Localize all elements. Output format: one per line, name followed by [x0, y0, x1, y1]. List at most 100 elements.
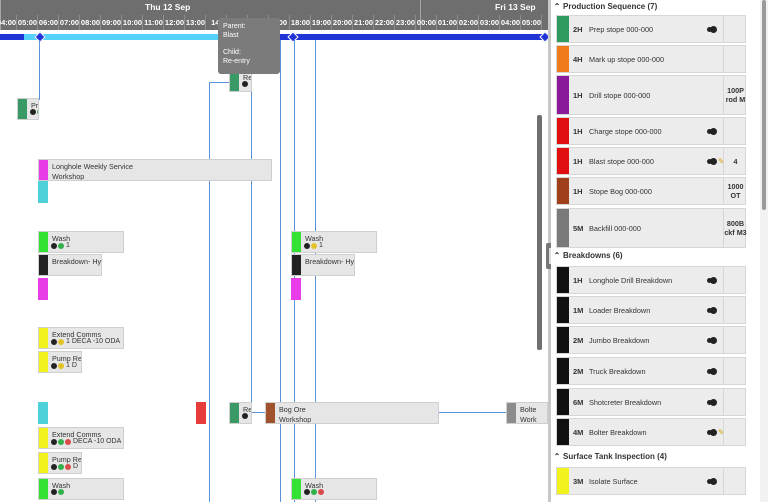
- gantt-task[interactable]: [38, 181, 48, 203]
- sidebar-scrollbar-thumb[interactable]: [762, 0, 766, 210]
- task-status-icons: 1 D: [51, 362, 77, 370]
- section-header[interactable]: ⌃Breakdowns (6): [551, 249, 756, 263]
- toggle-icon[interactable]: [707, 336, 717, 344]
- gantt-task[interactable]: [196, 402, 206, 424]
- tooltip-parent-label: Parent:: [223, 23, 246, 30]
- gantt-vertical-scrollbar[interactable]: [537, 115, 542, 350]
- timeline-hour-separator: [394, 15, 395, 30]
- toggle-icon[interactable]: [707, 306, 717, 314]
- status-dot-icon: [51, 463, 57, 470]
- timeline-hour-label: 00:00: [416, 18, 437, 27]
- gantt-task[interactable]: Pr: [17, 98, 39, 120]
- task-template-card[interactable]: 1H Longhole Drill Breakdown: [556, 266, 746, 294]
- gantt-task[interactable]: Re: [229, 402, 252, 424]
- task-color-bar: [292, 255, 301, 275]
- pencil-icon[interactable]: ✎: [718, 427, 725, 437]
- card-duration: 5M: [573, 223, 584, 233]
- sidebar-scrollbar-track[interactable]: [760, 0, 768, 502]
- toggle-icon[interactable]: [707, 477, 717, 485]
- gantt-task[interactable]: Wash: [291, 478, 377, 500]
- card-icons: [707, 267, 717, 293]
- card-color-bar: [557, 358, 569, 384]
- toggle-icon[interactable]: [707, 367, 717, 375]
- section-title: Surface Tank Inspection (4): [563, 452, 667, 461]
- timeline-hour-separator: [205, 15, 206, 30]
- task-label: Extend Comms: [52, 430, 102, 439]
- task-sublabel: Workshop: [52, 172, 85, 181]
- task-label: Wash: [52, 234, 71, 243]
- task-status-icons: 1: [304, 242, 323, 250]
- timeline-hour-separator: [58, 15, 59, 30]
- task-sublabel: Workshop: [279, 415, 312, 424]
- task-color-bar: [292, 479, 301, 499]
- gantt-task[interactable]: Breakdown- Hy: [291, 254, 355, 276]
- status-dot-icon: [58, 463, 64, 470]
- card-icons: [707, 358, 717, 384]
- status-dot-icon: [311, 489, 317, 496]
- toggle-icon[interactable]: [707, 398, 717, 406]
- section-header[interactable]: ⌃Production Sequence (7): [551, 0, 756, 14]
- timeline-hour-label: 23:00: [395, 18, 416, 27]
- gantt-task[interactable]: Breakdown- Hy: [38, 254, 102, 276]
- toggle-icon[interactable]: [707, 157, 717, 165]
- splitter-handle[interactable]: [546, 243, 554, 269]
- timeline-scrubber-highlight[interactable]: [24, 34, 276, 40]
- card-name: Prep stope 000-000: [589, 24, 654, 34]
- status-dot-icon: [58, 338, 64, 345]
- chevron-up-icon[interactable]: ⌃: [553, 251, 561, 260]
- timeline-hour-separator: [415, 15, 416, 30]
- status-dot-icon: [311, 242, 317, 249]
- pencil-icon[interactable]: ✎: [718, 156, 725, 166]
- toggle-icon[interactable]: [707, 428, 717, 436]
- status-dot-icon: [304, 242, 310, 249]
- gantt-task[interactable]: [291, 278, 301, 300]
- gantt-task[interactable]: Wash: [38, 478, 124, 500]
- card-duration: 1H: [573, 275, 583, 285]
- timeline-day-separator: [0, 0, 1, 30]
- timeline-hour-label: 09:00: [101, 18, 122, 27]
- toggle-icon[interactable]: [707, 127, 717, 135]
- gantt-task[interactable]: [38, 402, 48, 424]
- task-color-bar: [39, 479, 48, 499]
- task-color-bar: [39, 328, 48, 348]
- card-color-bar: [557, 118, 569, 144]
- task-color-bar: [292, 232, 301, 252]
- toggle-icon[interactable]: [707, 25, 717, 33]
- timeline-hour-separator: [520, 15, 521, 30]
- gantt-task[interactable]: [38, 278, 48, 300]
- chevron-up-icon[interactable]: ⌃: [553, 2, 561, 11]
- toggle-icon[interactable]: [707, 276, 717, 284]
- card-icons: ✎: [707, 419, 725, 445]
- chevron-up-icon[interactable]: ⌃: [553, 452, 561, 461]
- card-name: Longhole Drill Breakdown: [589, 275, 673, 285]
- card-color-bar: [557, 16, 569, 42]
- dependency-line: [251, 412, 266, 413]
- section-header[interactable]: ⌃Surface Tank Inspection (4): [551, 450, 756, 464]
- status-dot-icon: [51, 362, 57, 369]
- card-name: Bolter Breakdown: [589, 427, 647, 437]
